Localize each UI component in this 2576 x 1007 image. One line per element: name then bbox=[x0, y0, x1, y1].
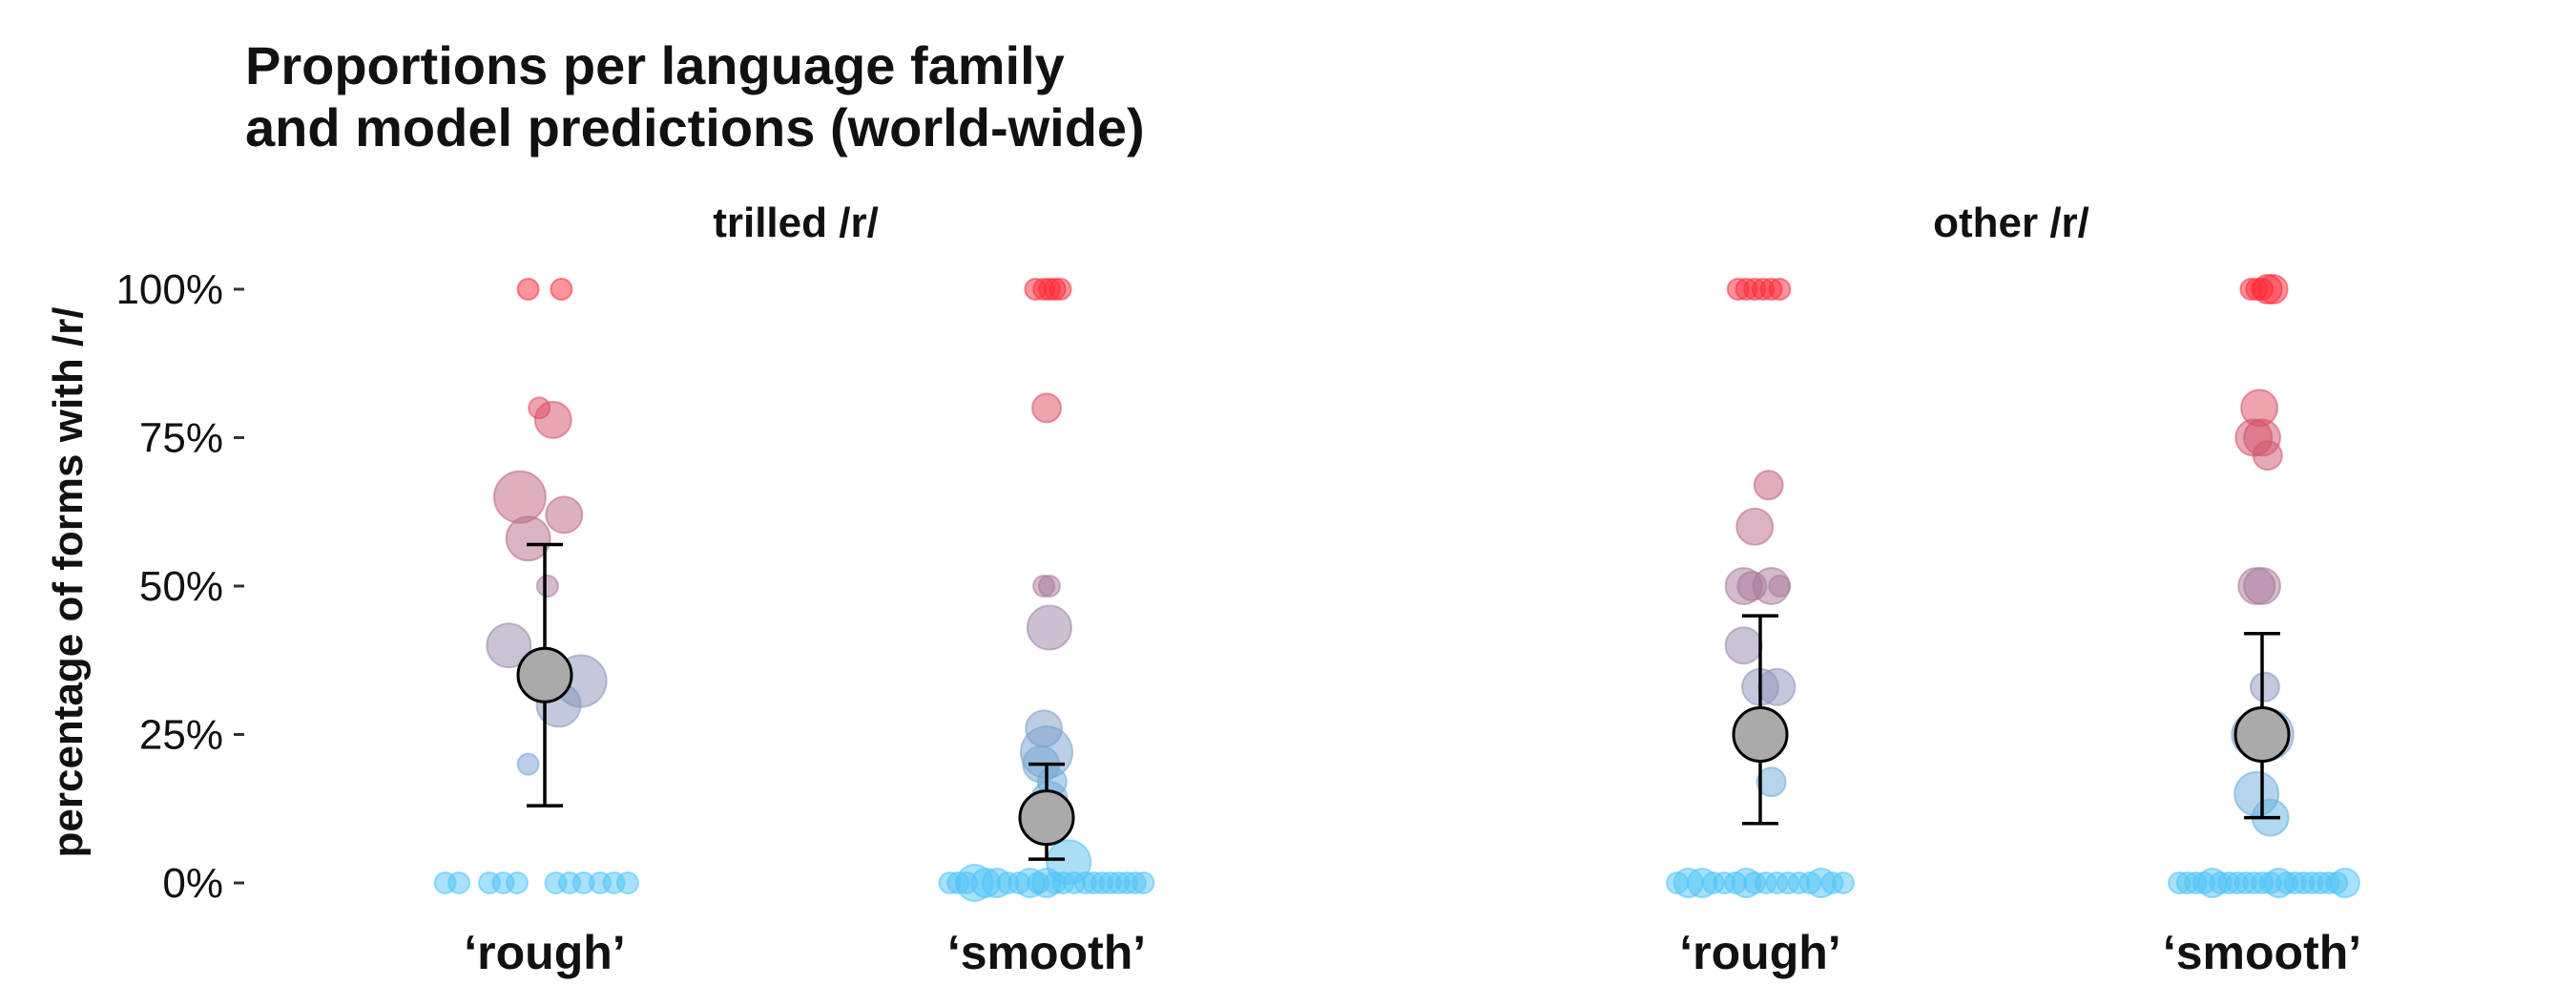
data-point bbox=[505, 515, 551, 562]
y-tick-label: 75% bbox=[139, 415, 223, 462]
data-point bbox=[1757, 667, 1797, 706]
x-tick-label: ‘smooth’ bbox=[2163, 926, 2361, 979]
data-point bbox=[535, 575, 559, 598]
data-point bbox=[1025, 709, 1064, 748]
point-group: ‘rough’ bbox=[433, 278, 639, 979]
prediction-point bbox=[1018, 789, 1075, 847]
point-group: ‘smooth’ bbox=[2163, 274, 2361, 979]
panel: trilled /r/ ‘rough’ ‘smooth’ bbox=[433, 199, 1155, 979]
y-axis: 0% 25% 50% 75% 100% bbox=[115, 266, 244, 907]
data-point bbox=[1768, 575, 1792, 598]
y-tick-label: 0% bbox=[162, 860, 223, 907]
data-point bbox=[1798, 871, 1822, 894]
point-group: ‘smooth’ bbox=[938, 278, 1155, 979]
data-point bbox=[1768, 278, 1792, 301]
data-point bbox=[2251, 278, 2274, 301]
data-point bbox=[2252, 440, 2283, 472]
data-point bbox=[1755, 766, 1787, 798]
chart-panels: trilled /r/ ‘rough’ ‘smooth’ other /r/ ‘roug… bbox=[433, 199, 2361, 979]
panel-label: trilled /r/ bbox=[713, 199, 879, 246]
data-point bbox=[1026, 604, 1072, 651]
x-tick-label: ‘rough’ bbox=[464, 926, 625, 979]
data-point bbox=[1132, 871, 1155, 894]
chart-title: Proportions per language family and mode… bbox=[245, 35, 1145, 157]
data-point bbox=[447, 871, 471, 894]
data-point bbox=[954, 871, 978, 894]
prediction-point bbox=[1732, 706, 1789, 763]
data-point bbox=[1723, 871, 1747, 894]
data-point bbox=[528, 396, 551, 420]
data-point bbox=[2243, 567, 2281, 605]
data-point bbox=[486, 622, 532, 669]
data-point bbox=[516, 752, 540, 776]
chart-title-line-2: and model predictions (world-wide) bbox=[245, 97, 1145, 157]
data-point bbox=[1832, 871, 1855, 894]
x-tick-label: ‘smooth’ bbox=[947, 926, 1146, 979]
data-point bbox=[492, 470, 547, 524]
data-point bbox=[2325, 871, 2349, 894]
data-point bbox=[616, 871, 639, 894]
data-point bbox=[1735, 507, 1775, 546]
data-point bbox=[1049, 278, 1072, 301]
panel-label: other /r/ bbox=[1933, 199, 2089, 246]
data-point bbox=[2249, 671, 2280, 703]
prediction-point bbox=[2233, 706, 2291, 763]
y-tick-label: 100% bbox=[115, 266, 223, 313]
prediction-point bbox=[516, 646, 573, 703]
x-tick-label: ‘rough’ bbox=[1679, 926, 1840, 979]
data-point bbox=[516, 278, 540, 301]
data-point bbox=[1666, 871, 1689, 894]
y-tick-label: 50% bbox=[139, 563, 223, 610]
point-group: ‘rough’ bbox=[1666, 278, 1855, 979]
data-point bbox=[550, 278, 573, 301]
data-point bbox=[1724, 626, 1763, 665]
y-axis-title: percentage of forms with /r/ bbox=[45, 307, 92, 858]
data-point bbox=[545, 495, 584, 535]
data-point bbox=[506, 871, 529, 894]
data-point bbox=[1037, 575, 1061, 598]
data-point bbox=[1008, 871, 1030, 894]
panel: other /r/ ‘rough’ ‘smooth’ bbox=[1666, 199, 2361, 979]
data-point bbox=[1031, 392, 1062, 424]
chart-title-line-1: Proportions per language family bbox=[245, 35, 1065, 95]
y-tick-label: 25% bbox=[139, 712, 223, 759]
data-point bbox=[1753, 470, 1784, 501]
data-point bbox=[1736, 571, 1768, 601]
